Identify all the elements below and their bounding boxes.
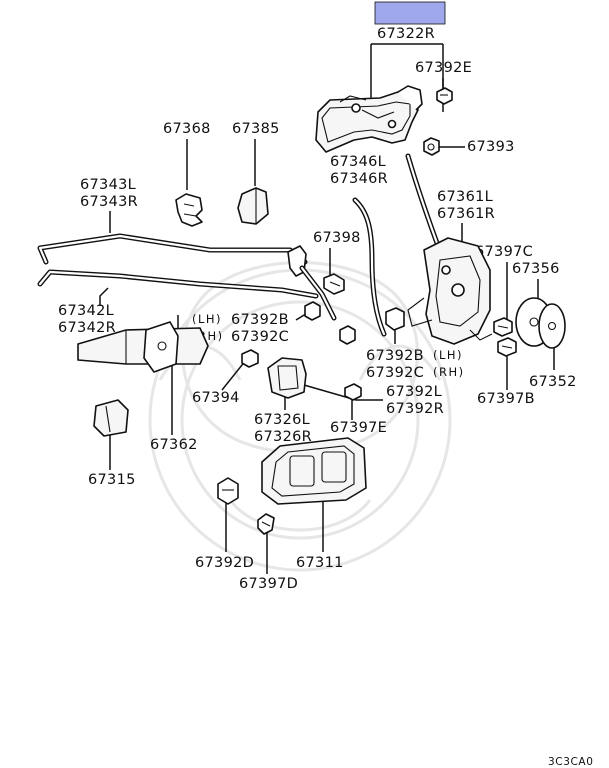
part-67397C-screw[interactable] [493,317,513,337]
part-67352-striker[interactable] [538,303,566,349]
part-67392E-clip[interactable] [436,87,453,105]
label-67397B[interactable]: 67397B [477,391,535,407]
label-67326L[interactable]: 67326L [254,412,310,428]
part-67326-bezel[interactable] [267,357,307,399]
part-67394-screw[interactable] [241,349,259,368]
label-67343L[interactable]: 67343L [80,177,136,193]
label-67393[interactable]: 67393 [467,139,515,155]
part-67397E-screw[interactable] [344,383,362,401]
label-67385[interactable]: 67385 [232,121,280,137]
label-67342R[interactable]: 67342R [58,320,116,336]
label-67361R[interactable]: 67361R [437,206,495,222]
part-67392B-clip[interactable] [304,301,321,321]
label-67352[interactable]: 67352 [529,374,577,390]
label-67346R[interactable]: 67346R [330,171,388,187]
label-67392C[interactable]: 67392C [231,329,289,345]
label-67392D[interactable]: 67392D [195,555,254,571]
label-67322R[interactable]: 67322R [377,26,435,42]
part-67392C-clip[interactable] [339,325,356,345]
label-67356[interactable]: 67356 [512,261,560,277]
part-67342-rod[interactable] [37,269,319,299]
part-67397D-screw[interactable] [257,513,275,535]
part-67362-bracket[interactable] [77,321,209,373]
label-67392B[interactable]: 67392B [231,312,289,328]
label-67392R[interactable]: 67392R [386,401,444,417]
label-67368[interactable]: 67368 [163,121,211,137]
label-67311[interactable]: 67311 [296,555,344,571]
label-67397D[interactable]: 67397D [239,576,298,592]
label-rh-2: (RH) [433,365,465,379]
label-67315[interactable]: 67315 [88,472,136,488]
part-67398-screw[interactable] [323,273,345,295]
part-67385-pad[interactable] [237,187,269,225]
part-67368-clip[interactable] [175,193,203,227]
part-link-bracket[interactable] [287,245,337,321]
part-67315-cover[interactable] [93,399,129,437]
highlight-box [374,1,446,25]
label-67361L[interactable]: 67361L [437,189,493,205]
label-67346L[interactable]: 67346L [330,154,386,170]
label-67326R[interactable]: 67326R [254,429,312,445]
label-lh: (LH) [192,312,222,326]
label-67394[interactable]: 67394 [192,390,240,406]
label-67392C-rh[interactable]: 67392C [366,365,424,381]
part-67393-grommet[interactable] [423,137,440,156]
diagram-code: 3C3CA0 [548,756,594,768]
label-67397C[interactable]: 67397C [475,244,533,260]
label-67397E[interactable]: 67397E [330,420,387,436]
label-lh-2: (LH) [433,348,463,362]
label-67392L[interactable]: 67392L [386,384,442,400]
part-67311-escutcheon[interactable] [261,437,367,505]
part-67346-rod[interactable] [352,197,387,337]
label-67398[interactable]: 67398 [313,230,361,246]
part-67343-rod[interactable] [37,233,308,265]
part-67392D-clip[interactable] [217,477,239,505]
part-67397B-screw[interactable] [497,337,517,357]
label-67392B-lh[interactable]: 67392B [366,348,424,364]
part-67361-latch[interactable] [407,237,493,345]
label-67342L[interactable]: 67342L [58,303,114,319]
label-67362[interactable]: 67362 [150,437,198,453]
part-67392B-lh-clip[interactable] [385,307,405,331]
label-67343R[interactable]: 67343R [80,194,138,210]
part-67322R-inner-handle[interactable] [315,85,423,153]
